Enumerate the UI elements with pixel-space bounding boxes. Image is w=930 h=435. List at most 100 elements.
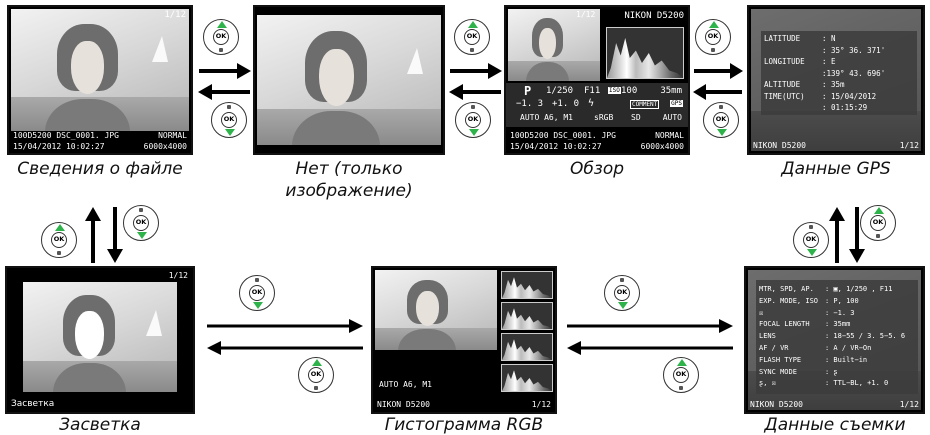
frame-counter: 1/12 bbox=[899, 400, 919, 409]
data-row: TIME(UTC): 15/04/2012 bbox=[764, 91, 918, 103]
data-row-value: : N bbox=[822, 34, 836, 43]
info-panel bbox=[506, 83, 688, 127]
camera-name: NIKON D5200 bbox=[750, 400, 803, 409]
data-row: ALTITUDE: 35m bbox=[764, 79, 918, 91]
date-time: 15/04/2012 10:02:27 bbox=[510, 142, 602, 151]
picture-control: SD bbox=[631, 113, 641, 122]
gps-data-panel bbox=[761, 31, 917, 115]
multi-selector-dial: OK bbox=[298, 357, 334, 393]
flash-icon: ϟ bbox=[588, 98, 595, 109]
preview-photo bbox=[257, 15, 441, 145]
histogram-green bbox=[501, 333, 553, 361]
data-row: FOCAL LENGTH : 35mm bbox=[759, 319, 919, 331]
data-row-value: : TTL−BL, +1. 0 bbox=[825, 379, 889, 388]
data-row: :139° 43. 696' bbox=[764, 68, 918, 80]
arrow-right-icon bbox=[199, 63, 251, 79]
highlights-label: Засветка bbox=[11, 399, 55, 409]
caption-rgb: Гистограмма RGB bbox=[384, 415, 544, 435]
multi-selector-dial: OK bbox=[703, 102, 739, 138]
data-row: LONGITUDE : E bbox=[764, 56, 918, 68]
histogram bbox=[606, 27, 684, 79]
screen-rgb-histogram: AUTO A6, M1 NIKON D5200 1/12 bbox=[371, 266, 557, 414]
multi-selector-dial: OK bbox=[455, 102, 491, 138]
multi-selector-dial: OK bbox=[604, 275, 640, 311]
histogram-blue bbox=[501, 364, 553, 392]
data-row: EXP. MODE, ISO: P, 100 bbox=[759, 296, 919, 308]
active-d-lighting: AUTO bbox=[662, 113, 682, 122]
histogram-luminance bbox=[501, 271, 553, 299]
data-row-label bbox=[764, 68, 822, 80]
preview-photo bbox=[508, 9, 600, 81]
data-row-label: SYNC MODE bbox=[759, 367, 797, 376]
data-row: LENS: 18−55 / 3. 5−5. 6 bbox=[759, 331, 919, 343]
white-balance: AUTO A6, M1 bbox=[520, 113, 573, 122]
data-row: FLASH TYPE: Built−in bbox=[759, 355, 919, 367]
shooting-mode: P bbox=[524, 84, 532, 98]
data-row-value: : 35mm bbox=[825, 320, 851, 329]
arrow-left-icon bbox=[693, 84, 742, 100]
focal-length: 35mm bbox=[660, 86, 682, 96]
data-row-label: FOCAL LENGTH bbox=[759, 320, 810, 329]
caption-image-only: Нет (только изображение) bbox=[285, 159, 413, 201]
data-row: ʂ, ☒ : TTL−BL, +1. 0 bbox=[759, 378, 919, 390]
data-row-value: : E bbox=[822, 57, 836, 66]
data-row: LATITUDE: N bbox=[764, 33, 918, 45]
data-row-value: : 01:15:29 bbox=[822, 103, 868, 112]
data-row: : 01:15:29 bbox=[764, 102, 918, 114]
histogram-red bbox=[501, 302, 553, 330]
data-row: : 35° 36. 371' bbox=[764, 45, 918, 57]
camera-name: NIKON D5200 bbox=[377, 400, 430, 409]
preview-photo bbox=[23, 282, 177, 392]
multi-selector-dial: OK bbox=[695, 19, 731, 55]
multi-selector-dial: OK bbox=[663, 357, 699, 393]
image-size: 6000x4000 bbox=[640, 142, 684, 151]
data-row-value: :139° 43. 696' bbox=[822, 68, 886, 78]
data-row-value: : 35m bbox=[822, 80, 845, 89]
data-row-value: : −1. 3 bbox=[825, 308, 855, 317]
frame-counter: 1/12 bbox=[168, 271, 188, 280]
arrow-left-icon bbox=[567, 341, 733, 355]
arrow-left-icon bbox=[207, 341, 363, 355]
data-row-value: : 35° 36. 371' bbox=[822, 45, 886, 55]
frame-counter: 1/12 bbox=[531, 400, 551, 409]
data-row-label: TIME(UTC) bbox=[764, 91, 805, 101]
multi-selector-dial: OK bbox=[41, 222, 77, 258]
date-time: 15/04/2012 10:02:27 bbox=[13, 142, 105, 151]
screen-highlights: 1/12 Засветка bbox=[5, 266, 195, 414]
multi-selector-dial: OK bbox=[203, 19, 239, 55]
data-row-label: FLASH TYPE bbox=[759, 355, 802, 364]
data-row: MTR, SPD, AP.: ▣, 1/250 , F11 bbox=[759, 284, 919, 296]
data-row-label: ʂ, ☒ bbox=[759, 379, 776, 388]
caption-overview: Обзор bbox=[569, 159, 625, 179]
arrow-up-icon bbox=[829, 207, 845, 263]
data-row-value: : 18−55 / 3. 5−5. 6 bbox=[825, 332, 906, 341]
arrow-down-icon bbox=[107, 207, 123, 263]
caption-file-info: Сведения о файле bbox=[17, 159, 183, 179]
data-row: ☒: −1. 3 bbox=[759, 308, 919, 320]
multi-selector-dial: OK bbox=[454, 19, 490, 55]
caption-shooting: Данные съемки bbox=[764, 415, 906, 435]
caption-gps: Данные GPS bbox=[781, 159, 891, 179]
frame-counter: 1/12 bbox=[899, 141, 919, 150]
multi-selector-dial: OK bbox=[239, 275, 275, 311]
data-row-value: : A / VR−On bbox=[825, 343, 872, 352]
iso-label: ISO bbox=[608, 87, 621, 94]
exposure-compensation: −1. 3 bbox=[516, 99, 544, 109]
data-row-label bbox=[764, 45, 822, 57]
arrow-right-icon bbox=[207, 319, 363, 333]
aperture: F11 bbox=[584, 86, 601, 96]
image-quality: NORMAL bbox=[158, 131, 187, 140]
iso-value: 100 bbox=[621, 86, 638, 96]
data-row-label: LONGITUDE bbox=[764, 57, 805, 66]
color-space: sRGB bbox=[594, 113, 614, 122]
folder-file-name: 100D5200 DSC_0001. JPG bbox=[510, 131, 616, 140]
screen-gps: LATITUDE: N: 35° 36. 371' LONGITUDE : E :13… bbox=[747, 5, 925, 155]
caption-highlights: Засветка bbox=[59, 415, 141, 435]
data-row-label bbox=[764, 102, 822, 114]
data-row-value: : P, 100 bbox=[825, 296, 859, 305]
camera-name: NIKON D5200 bbox=[753, 141, 806, 150]
arrow-right-icon bbox=[567, 319, 733, 333]
flash-compensation: +1. 0 bbox=[552, 99, 580, 109]
frame-counter: 1/12 bbox=[576, 10, 596, 19]
